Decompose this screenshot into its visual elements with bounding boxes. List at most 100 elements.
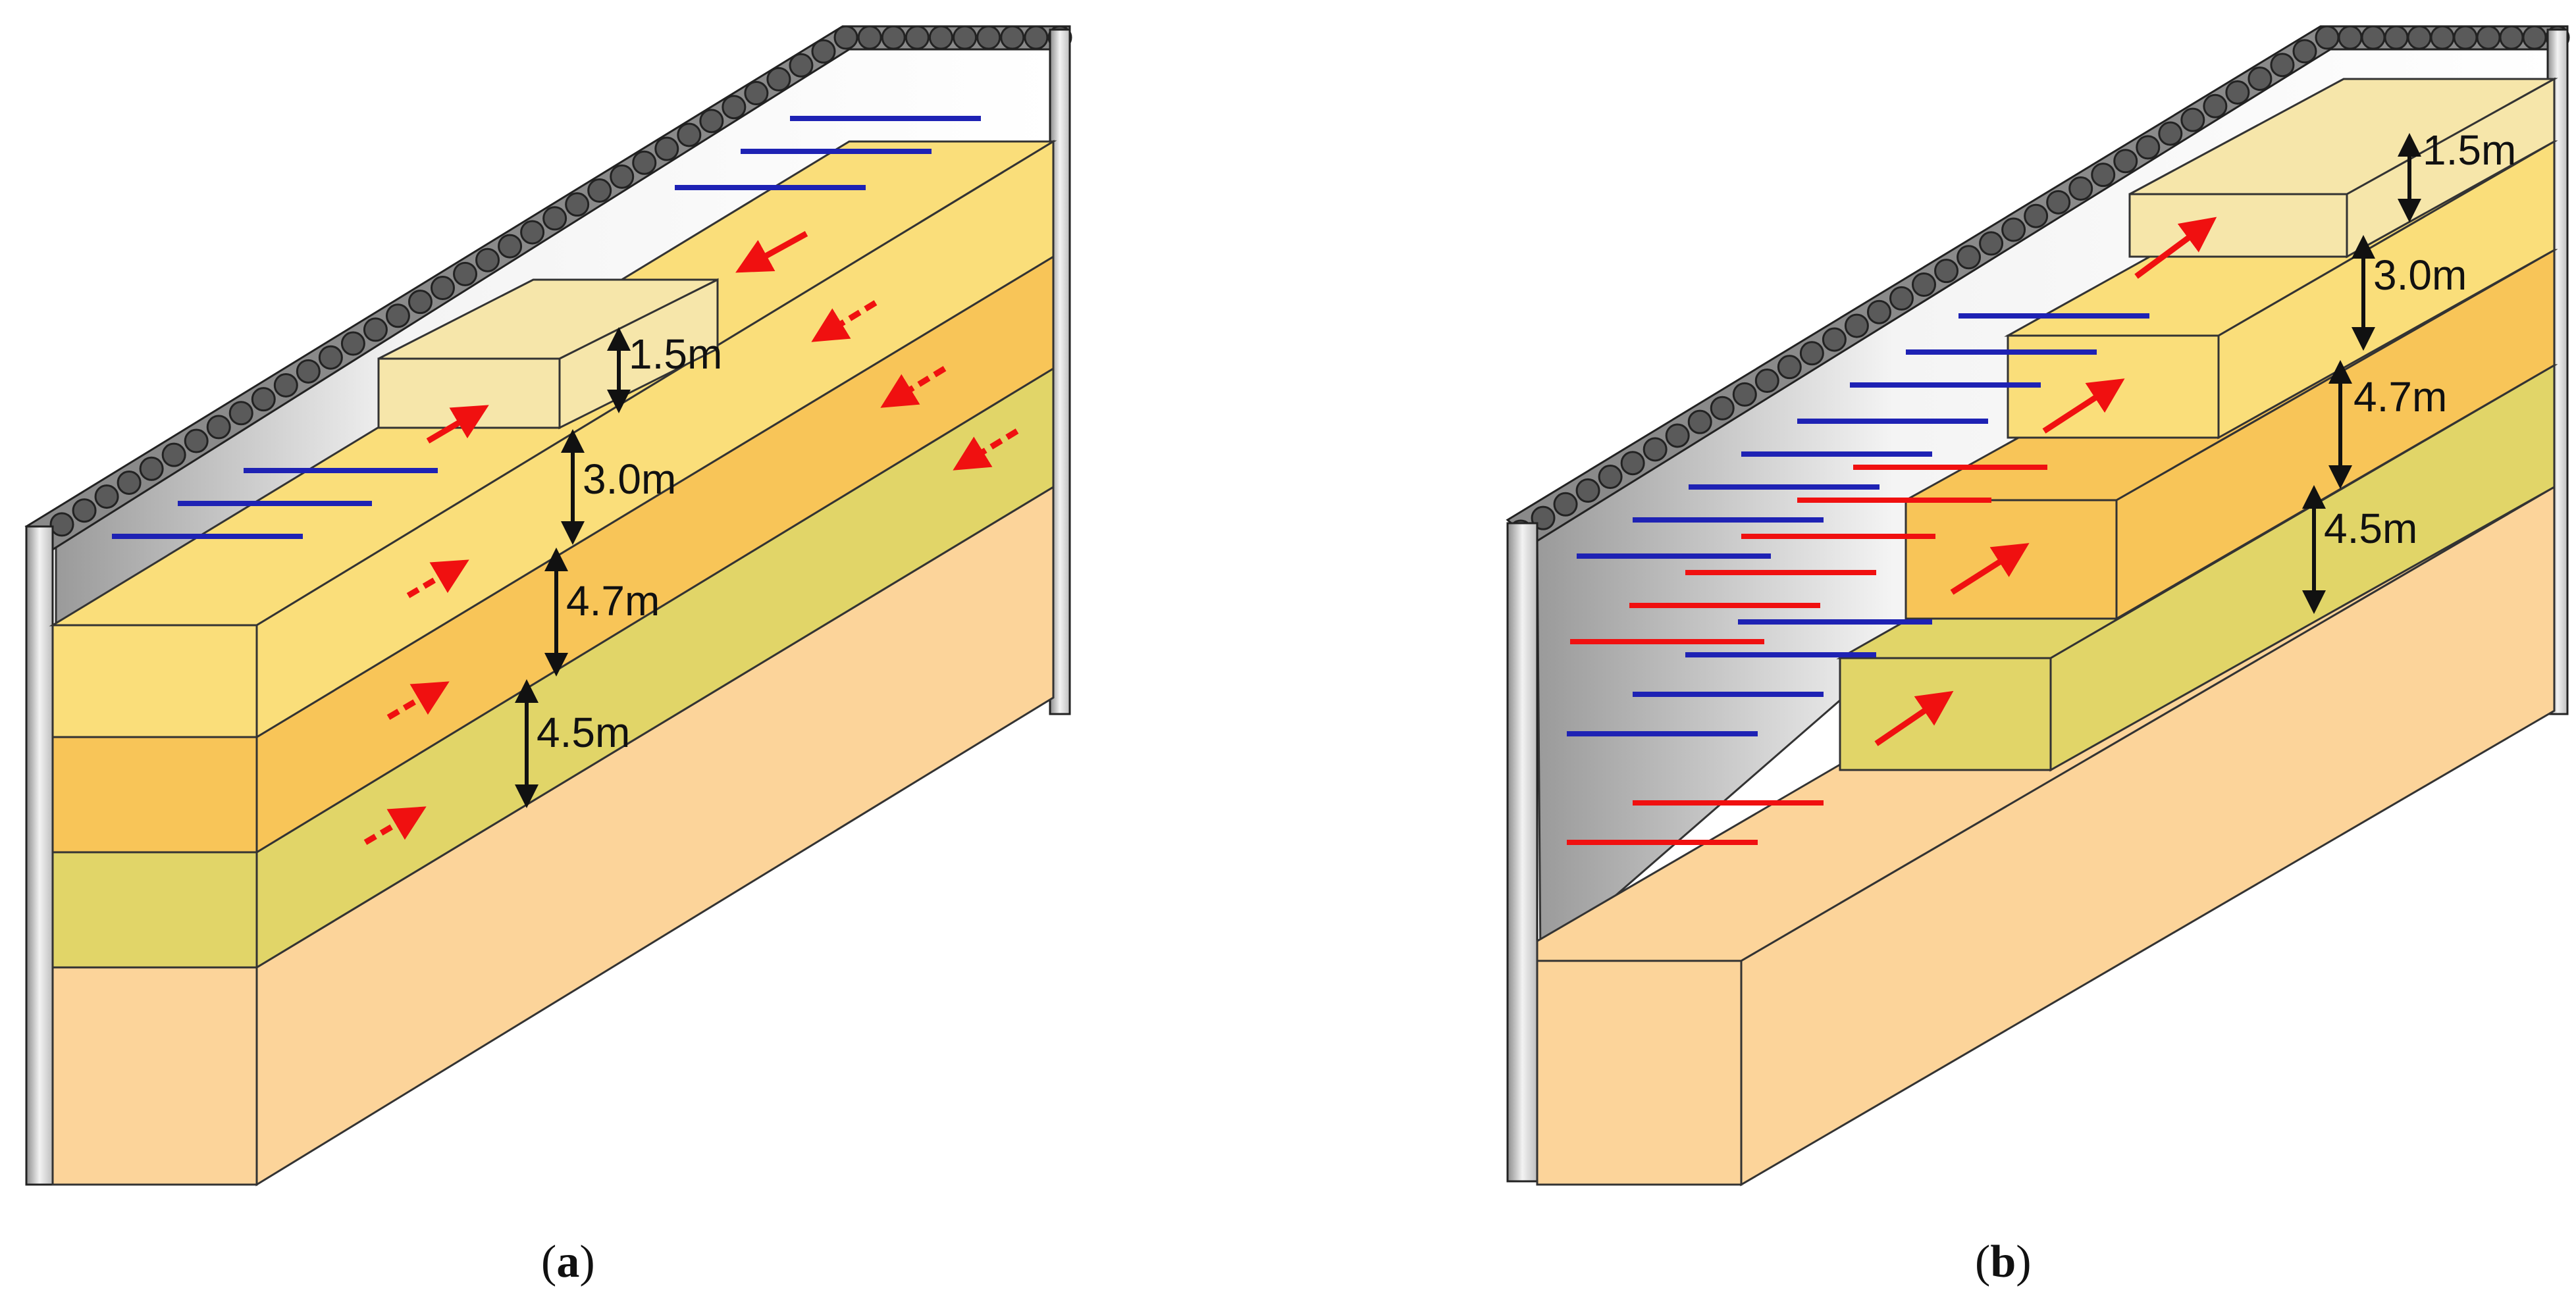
pipe-segment bbox=[184, 428, 209, 453]
pipe-segment bbox=[766, 66, 791, 91]
dimension-arrows bbox=[515, 327, 631, 808]
pipe-segment bbox=[632, 150, 657, 175]
pipe-segment bbox=[1643, 437, 1668, 462]
pipe-segment bbox=[2315, 25, 2340, 50]
pipe-segment bbox=[139, 456, 164, 481]
pipe-segment bbox=[2407, 25, 2432, 50]
pipe-segment bbox=[2091, 163, 2116, 188]
pipe-segment bbox=[811, 39, 836, 64]
pipe-segment bbox=[1620, 451, 1645, 476]
dim-label-1: 1.5m bbox=[2423, 126, 2516, 174]
pipe-segment bbox=[542, 206, 567, 231]
pipe-segment bbox=[1710, 396, 1735, 421]
arrow-up-solid bbox=[426, 405, 489, 444]
arrow-up-solid bbox=[1874, 690, 1954, 746]
pipe-segment bbox=[72, 498, 97, 523]
arrow-down-dashed bbox=[811, 300, 878, 342]
blue-lines bbox=[1567, 313, 2149, 736]
layer2-front bbox=[51, 736, 258, 854]
pipe-segment bbox=[1575, 478, 1600, 503]
pipe-segment bbox=[677, 122, 702, 147]
pipe-segment bbox=[1822, 327, 1847, 352]
pipe-segment bbox=[1665, 423, 1690, 448]
pipe-segment bbox=[117, 470, 142, 495]
dim-label-2: 3.0m bbox=[583, 455, 676, 503]
pipe-segment bbox=[699, 109, 724, 134]
pipe-segment bbox=[2270, 53, 2295, 78]
pipe-segment bbox=[520, 220, 545, 245]
pipe-segment bbox=[385, 303, 410, 328]
pipe-segment bbox=[2024, 203, 2049, 228]
pipe-segment bbox=[857, 25, 882, 50]
pipe-segment bbox=[2499, 25, 2524, 50]
dim-label-3: 4.7m bbox=[2353, 373, 2447, 421]
pipe-segment bbox=[318, 345, 343, 370]
pipe-segment bbox=[744, 81, 769, 106]
pipe-segment bbox=[2046, 190, 2071, 215]
pipe-segment bbox=[2430, 25, 2455, 50]
pipe-segment bbox=[2225, 80, 2250, 105]
pipe-segment bbox=[1000, 25, 1025, 50]
arrow-down-solid bbox=[735, 231, 808, 273]
pipe-segment bbox=[161, 442, 186, 467]
pipe-segment bbox=[953, 25, 978, 50]
layer2-front bbox=[1905, 499, 2118, 620]
pipe-segment bbox=[1957, 245, 1982, 270]
pipe-segment bbox=[2203, 93, 2228, 118]
pipe-segment bbox=[2361, 25, 2386, 50]
pipe-segment bbox=[2113, 149, 2138, 174]
panel-a: 1.5m 3.0m 4.7m 4.5m (a) bbox=[24, 25, 1072, 1287]
pipe-segment bbox=[1687, 409, 1712, 434]
pipe-segment bbox=[565, 192, 590, 217]
panel-b: 1.5m 3.0m 4.7m 4.5m (b) bbox=[1506, 25, 2570, 1287]
arrow-up-solid bbox=[2042, 378, 2125, 434]
pipe-segment bbox=[881, 25, 906, 50]
dim-label-4: 4.5m bbox=[537, 709, 630, 756]
pipe-segment bbox=[1553, 492, 1578, 517]
dim-label-2: 3.0m bbox=[2373, 251, 2467, 299]
pipe-segment bbox=[1912, 272, 1936, 297]
pipe-segment bbox=[722, 95, 747, 120]
dimension-arrows bbox=[2302, 133, 2421, 614]
pipe-segment bbox=[407, 290, 433, 315]
dim-label-1: 1.5m bbox=[629, 330, 722, 378]
pipe-segment bbox=[453, 261, 478, 286]
pipe-segment bbox=[1844, 313, 1869, 338]
dim-label-3: 4.7m bbox=[566, 577, 660, 625]
pipe-segment bbox=[1866, 299, 1891, 324]
pipe-segment bbox=[2338, 25, 2363, 50]
left-wall bbox=[1506, 522, 1538, 1183]
red-arrows bbox=[1874, 217, 2217, 746]
pipe-segment bbox=[1024, 25, 1049, 50]
panel-label-a: (a) bbox=[541, 1237, 595, 1287]
panel-letter-b: b bbox=[1990, 1237, 2016, 1287]
base-layer-front bbox=[51, 966, 258, 1186]
pipe-segment bbox=[251, 387, 276, 412]
arrow-up-solid bbox=[2134, 217, 2217, 279]
dim-label-4: 4.5m bbox=[2324, 505, 2417, 552]
pipe-segment bbox=[905, 25, 930, 50]
pipe-segment bbox=[2247, 66, 2273, 91]
pipe-segment bbox=[2068, 176, 2093, 201]
pipe-segment bbox=[475, 247, 500, 272]
top-block-front bbox=[2128, 193, 2348, 258]
pipe-segment bbox=[2001, 217, 2026, 242]
pipe-segment bbox=[94, 484, 119, 509]
layer1-front bbox=[51, 624, 258, 738]
pipe-segment bbox=[2384, 25, 2409, 50]
pipe-segment bbox=[976, 25, 1001, 50]
pipe-segment bbox=[1777, 355, 1802, 380]
pipe-segment bbox=[1934, 259, 1959, 284]
red-arrows bbox=[363, 231, 1019, 845]
pipe-segment bbox=[1732, 382, 1757, 407]
left-wall bbox=[25, 525, 54, 1186]
pipe-segment bbox=[206, 415, 231, 440]
pipe-segment bbox=[928, 25, 953, 50]
pipe-segment bbox=[2522, 25, 2547, 50]
pipe-segment bbox=[1799, 341, 1824, 366]
base-layer-front bbox=[1536, 960, 1743, 1186]
blue-lines bbox=[112, 116, 981, 539]
panel-label-b: (b) bbox=[1975, 1237, 2032, 1287]
pipe-segment bbox=[654, 136, 679, 161]
